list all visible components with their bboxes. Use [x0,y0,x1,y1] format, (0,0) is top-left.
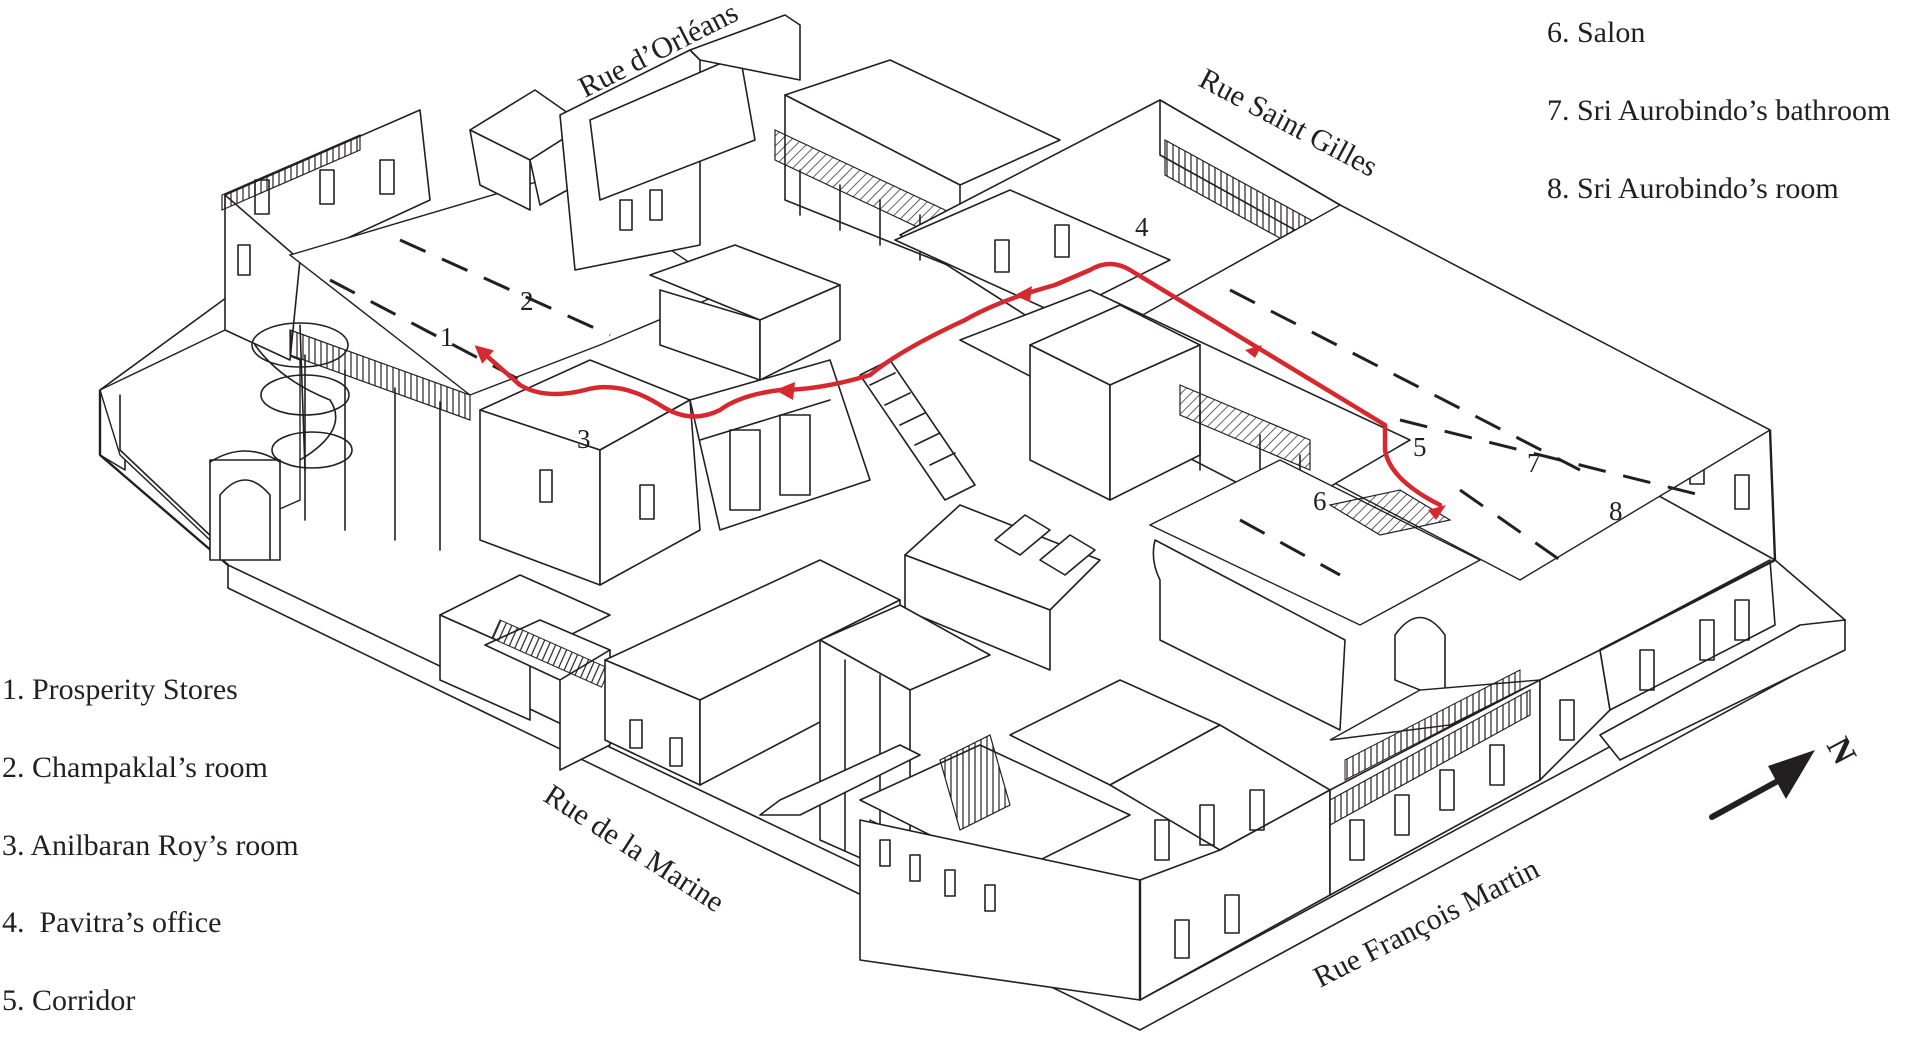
route-arrowhead-start [1428,505,1446,520]
south-marine-row [439,504,1141,1001]
north-label: N [1819,731,1863,770]
legend-item-3: 3. Anilbaran Roy’s room [2,829,299,862]
legend-item-8: 8. Sri Aurobindo’s room [1547,172,1839,205]
room-marker-7: 7 [1527,448,1541,478]
route-arrowhead-office [1015,286,1032,302]
legend-item-4: 4. Pavitra’s office [2,906,221,939]
room-marker-3: 3 [577,424,591,454]
legend-item-7: 7. Sri Aurobindo’s bathroom [1547,94,1890,127]
east-wall [1599,429,1777,652]
route-arrowhead-corridor [1245,345,1262,358]
east-block [894,99,1776,581]
west-wall [98,390,229,566]
room-marker-5: 5 [1413,432,1427,462]
route-arrowhead-middle [775,382,795,400]
legend-item-6: 6. Salon [1547,16,1645,49]
legend-bottom-left: 1. Prosperity Stores 2. Champaklal’s roo… [2,673,299,1017]
room-marker-1: 1 [440,322,454,352]
legend-top-right: 6. Salon 7. Sri Aurobindo’s bathroom 8. … [1547,16,1890,205]
north-blocks [469,14,1061,381]
entrance-gate [209,450,281,561]
room-marker-8: 8 [1609,496,1623,526]
central-courtyard [959,289,1411,511]
legend-item-5: 5. Corridor [2,984,135,1017]
room-markers: 1 2 3 4 5 6 7 8 [440,212,1623,526]
building-drawing [98,14,1846,1031]
room-marker-6: 6 [1313,486,1327,516]
room-marker-2: 2 [520,286,534,316]
pavement-east [1599,619,1846,761]
salon-block [1148,459,1482,731]
southeast-block [1009,559,1846,1001]
north-arrow: N [1709,731,1863,820]
route-path [474,261,1443,508]
legend-item-2: 2. Champaklal’s room [2,751,268,784]
legend-item-1: 1. Prosperity Stores [2,673,238,706]
northwest-block [221,109,471,551]
central-stairs [859,359,976,501]
room-marker-4: 4 [1135,212,1149,242]
